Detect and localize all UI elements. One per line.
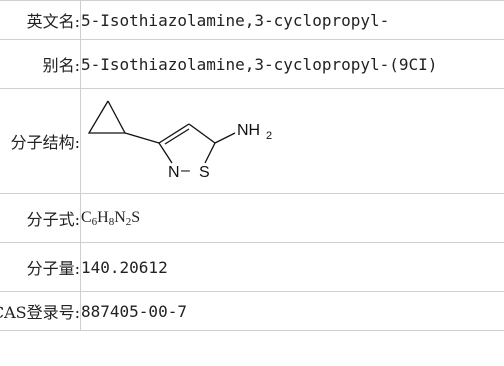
- weight-value: 140.20612: [80, 242, 504, 292]
- cas-value: 887405-00-7: [80, 291, 504, 331]
- row-weight: 分子量: 140.20612: [0, 242, 504, 292]
- formula-s: S: [131, 208, 141, 226]
- formula-h: H: [97, 208, 109, 226]
- molecular-structure-drawing: NH 2 N – S: [87, 100, 272, 181]
- formula-value: C6H8N2S: [80, 193, 504, 243]
- bond-cyclopropyl-c3: [124, 132, 160, 144]
- formula-c-count: 6: [91, 215, 98, 228]
- row-structure: 分子结构: NH 2 N: [0, 88, 504, 194]
- cyclopropyl-ring: [87, 100, 127, 134]
- formula-c: C: [81, 208, 92, 226]
- formula-h-count: 8: [108, 215, 115, 228]
- structure-cell: NH 2 N – S: [80, 88, 504, 194]
- bond-c5-nh2: [214, 132, 236, 144]
- cas-label: CAS登录号:: [0, 291, 81, 331]
- alias-label: 别名:: [0, 39, 81, 89]
- weight-label: 分子量:: [0, 242, 81, 292]
- formula-label: 分子式:: [0, 193, 81, 243]
- row-formula: 分子式: C6H8N2S: [0, 193, 504, 243]
- bond-c3-c4-double: [164, 128, 190, 145]
- row-cas: CAS登录号: 887405-00-7: [0, 291, 504, 331]
- atom-bond-dash: –: [181, 162, 190, 179]
- bond-c3-c4: [158, 123, 190, 144]
- english-name-value: 5-Isothiazolamine,3-cyclopropyl-: [80, 0, 504, 40]
- row-alias: 别名: 5-Isothiazolamine,3-cyclopropyl-(9CI…: [0, 39, 504, 89]
- row-english-name: 英文名: 5-Isothiazolamine,3-cyclopropyl-: [0, 0, 504, 40]
- bond-c3-n: [158, 142, 173, 164]
- bond-c4-c5: [188, 123, 216, 144]
- atom-s: S: [199, 164, 210, 181]
- english-name-label: 英文名:: [0, 0, 81, 40]
- formula-n-count: 2: [125, 215, 132, 228]
- bond-c5-s: [204, 142, 216, 164]
- atom-nh2: NH: [237, 122, 260, 139]
- compound-info-table: 英文名: 5-Isothiazolamine,3-cyclopropyl- 别名…: [0, 0, 504, 331]
- structure-label: 分子结构:: [0, 88, 81, 194]
- atom-nh2-subscript: 2: [266, 130, 272, 142]
- atom-n: N: [168, 164, 180, 181]
- alias-value: 5-Isothiazolamine,3-cyclopropyl-(9CI): [80, 39, 504, 89]
- formula-n: N: [114, 208, 126, 226]
